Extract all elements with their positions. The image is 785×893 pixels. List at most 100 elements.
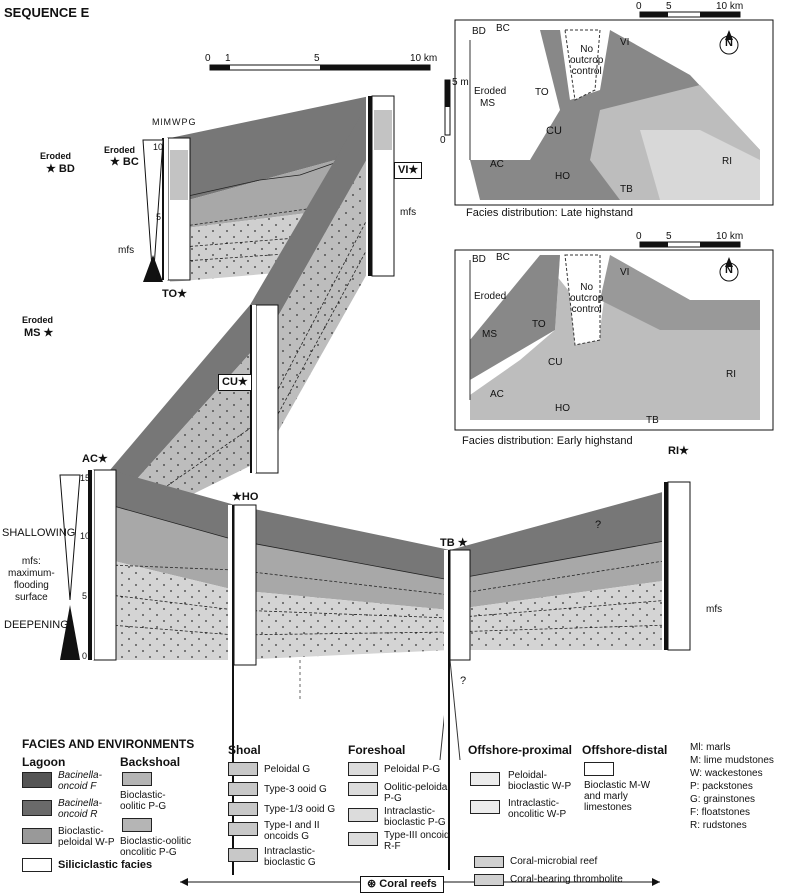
section-label-TB: TB ★ [440, 537, 468, 549]
swatch-lagoon-3 [22, 828, 52, 844]
column-TO [162, 137, 191, 281]
map-scale-tick: 10 km [716, 1, 744, 12]
map-site-TB: TB [646, 415, 659, 426]
map-site-BD: BD [472, 26, 486, 37]
column-TB [444, 549, 471, 870]
map-site-HO: HO [555, 171, 570, 182]
map-site-AC: AC [490, 389, 504, 400]
map-early-highstand [454, 249, 774, 431]
shallowing-wedge-lower [59, 474, 81, 601]
scale-tick: 0 [205, 53, 211, 64]
legend-coral-microbial: Coral-microbial reef [510, 856, 598, 867]
legend-lagoon-item: Bacinella- oncoid F [58, 770, 102, 792]
legend-shoal-item: Peloidal G [264, 764, 311, 775]
mfs-label: mfs [118, 245, 135, 256]
map-scale-bars [639, 11, 741, 248]
deepening-wedge-upper [143, 255, 163, 282]
deepening-wedge-lower [60, 605, 80, 660]
swatch-coral-thrombolite [474, 874, 504, 886]
legend-lagoon-item: Bacinella- oncoid R [58, 798, 102, 820]
map-site-CU: CU [548, 357, 563, 368]
swatch-coral-microbial [474, 856, 504, 868]
legend-shoal-item: Type-1/3 ooid G [264, 804, 336, 815]
section-label-HO: ★HO [232, 491, 259, 503]
map-site-BC: BC [496, 23, 510, 34]
swatch-backshoal-1 [122, 772, 152, 786]
map-site-BD: BD [472, 254, 486, 265]
shallowing-wedge-upper [142, 139, 164, 283]
question-mark: ? [460, 675, 467, 687]
scale-tick: 1 [225, 53, 231, 64]
swatch-foreshoal-2 [348, 782, 378, 796]
map-site-TO: TO [532, 319, 546, 330]
legend-coral-reefs: ⊛ Coral reefs [360, 876, 444, 893]
legend-coral-thrombolite: Coral-bearing thrombolite [510, 874, 623, 885]
map-site-AC: AC [490, 159, 504, 170]
legend-foreshoal-item: Type-III oncoid R-F [384, 830, 450, 852]
north-label: N [725, 37, 733, 49]
legend-offshore-distal-item: Bioclastic M-W and marly limestones [584, 780, 651, 813]
map-site-VI: VI [620, 37, 630, 48]
legend-offshore-proximal-title: Offshore-proximal [468, 743, 573, 757]
section-label-CU: CU★ [218, 374, 252, 391]
swatch-lagoon-2 [22, 800, 52, 816]
deepening-label: DEEPENING [4, 619, 69, 631]
swatch-backshoal-2 [122, 818, 152, 832]
coral-icon: ⊛ [367, 878, 377, 890]
legend-backshoal-title: Backshoal [120, 755, 181, 769]
swatch-shoal-2 [228, 782, 258, 796]
lower-correlation-band [109, 470, 671, 892]
map-site-CU: CU [546, 125, 562, 137]
north-label: N [725, 264, 733, 276]
map-scale-tick: 5 [666, 231, 672, 242]
column-RI [662, 481, 691, 651]
section-label-RI: RI★ [668, 445, 689, 457]
legend-shoal-item: Type-3 ooid G [264, 784, 327, 795]
legend-offshore-proximal-item: Peloidal- bioclastic W-P [508, 770, 572, 792]
legend-backshoal-item: Bioclastic- oolitic P-G [120, 790, 167, 812]
axis-tick: 15 [80, 473, 91, 483]
axis-tick: 5 [156, 212, 162, 222]
section-label-AC: AC★ [82, 453, 108, 465]
swatch-offshore-distal [584, 762, 614, 776]
legend-foreshoal-item: Peloidal P-G [384, 764, 441, 775]
section-label-BD: ★ BD [46, 163, 75, 175]
map-scale-tick: 0 [636, 1, 642, 12]
scale-tick: 10 km [410, 53, 438, 64]
legend-offshore-distal-title: Offshore-distal [582, 743, 668, 757]
eroded-label: Eroded [22, 315, 54, 325]
map-site-MS: MS [480, 98, 495, 109]
map-site-TB: TB [620, 184, 633, 195]
swatch-offshore-proximal-2 [470, 800, 500, 814]
swatch-siliciclastic [22, 858, 52, 872]
mfs-label: mfs [706, 604, 723, 615]
mfs-label: mfs [400, 207, 417, 218]
map-caption-early: Facies distribution: Early highstand [462, 435, 633, 447]
swatch-foreshoal-3 [348, 808, 378, 822]
main-scale-bar [209, 64, 431, 71]
north-arrow-icon [719, 30, 739, 282]
section-label-VI: VI★ [394, 162, 423, 179]
axis-tick: 5 [82, 591, 88, 601]
section-label-MS: MS ★ [24, 327, 54, 339]
map-site-MS: MS [482, 329, 497, 340]
map-site-HO: HO [555, 403, 570, 414]
legend-backshoal-item: Bioclastic-oolitic oncolitic P-G [120, 836, 192, 858]
column-HO [228, 504, 257, 875]
column-AC [88, 469, 117, 661]
section-label-TO: TO★ [162, 288, 187, 300]
legend-shoal-item: Type-I and II oncoids G [264, 820, 320, 842]
eroded-label: Eroded [40, 151, 72, 161]
legend-foreshoal-item: Oolitic-peloidal P-G [384, 782, 450, 804]
texture-key: Ml: marls M: lime mudstones W: wackeston… [690, 742, 774, 831]
legend-foreshoal-item: Intraclastic- bioclastic P-G [384, 806, 446, 828]
question-mark: ? [595, 519, 602, 531]
legend-shoal-title: Shoal [228, 743, 261, 757]
map-site-TO: TO [535, 87, 549, 98]
vertical-scale-top: 5 m [452, 77, 469, 88]
axis-tick: 10 [80, 531, 91, 541]
map-scale-tick: 5 [666, 1, 672, 12]
swatch-shoal-3 [228, 802, 258, 816]
